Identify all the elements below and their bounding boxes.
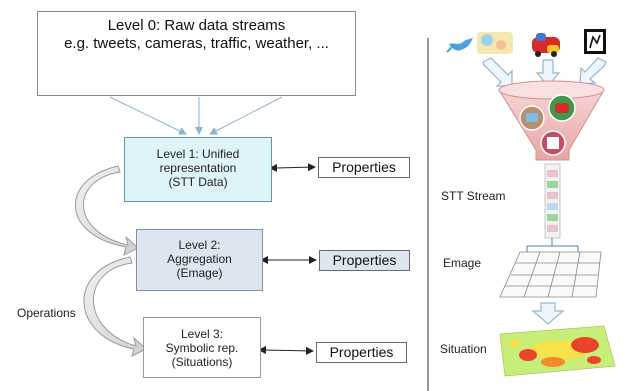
level3-properties-box: Properties <box>316 342 407 363</box>
level1-box: Level 1: Unified representation (STT Dat… <box>124 137 272 202</box>
level3-properties-arrow <box>258 346 314 355</box>
stt-stream-label: STT Stream <box>441 189 506 203</box>
situation-label: Situation <box>440 342 487 356</box>
stt-stream-column <box>544 163 561 239</box>
level2-line1: Level 2: <box>178 238 221 252</box>
right-panel-icons <box>446 29 606 57</box>
level1-properties-arrow <box>269 163 316 172</box>
traffic-sign-icon <box>584 29 606 54</box>
level2-line3: (Emage) <box>176 266 223 280</box>
operations-label: Operations <box>17 306 76 320</box>
emage-to-situation-arrow <box>531 302 565 325</box>
funnel <box>498 80 605 161</box>
operation-arrow-1 <box>75 165 139 256</box>
level1-line3: (STT Data) <box>168 175 228 189</box>
level3-box: Level 3: Symbolic rep. (Situations) <box>143 317 261 378</box>
level3-line2: Symbolic rep. <box>165 341 239 355</box>
weather-map-icon <box>477 32 513 54</box>
situation-heatmap <box>499 325 616 377</box>
level0-subtitle: e.g. tweets, cameras, traffic, weather, … <box>64 35 329 52</box>
level3-line1: Level 3: <box>180 327 224 341</box>
level2-box: Level 2: Aggregation (Emage) <box>136 229 263 291</box>
level1-line1: Level 1: Unified <box>156 147 240 161</box>
operation-arrow-2 <box>83 256 147 357</box>
emage-grid <box>499 251 602 298</box>
twitter-bird-icon <box>446 37 473 53</box>
level0-box: Level 0: Raw data streams e.g. tweets, c… <box>37 11 356 96</box>
traffic-cars-icon <box>532 33 560 57</box>
level1-properties-box: Properties <box>318 157 410 178</box>
level0-title: Level 0: Raw data streams <box>107 17 286 34</box>
emage-label: Emage <box>443 256 482 270</box>
level0-to-level1-arrows <box>109 96 283 135</box>
level2-properties-box: Properties <box>319 250 410 271</box>
level2-line2: Aggregation <box>167 252 232 266</box>
level3-line3: (Situations) <box>171 355 233 369</box>
level1-line2: representation <box>159 161 237 175</box>
